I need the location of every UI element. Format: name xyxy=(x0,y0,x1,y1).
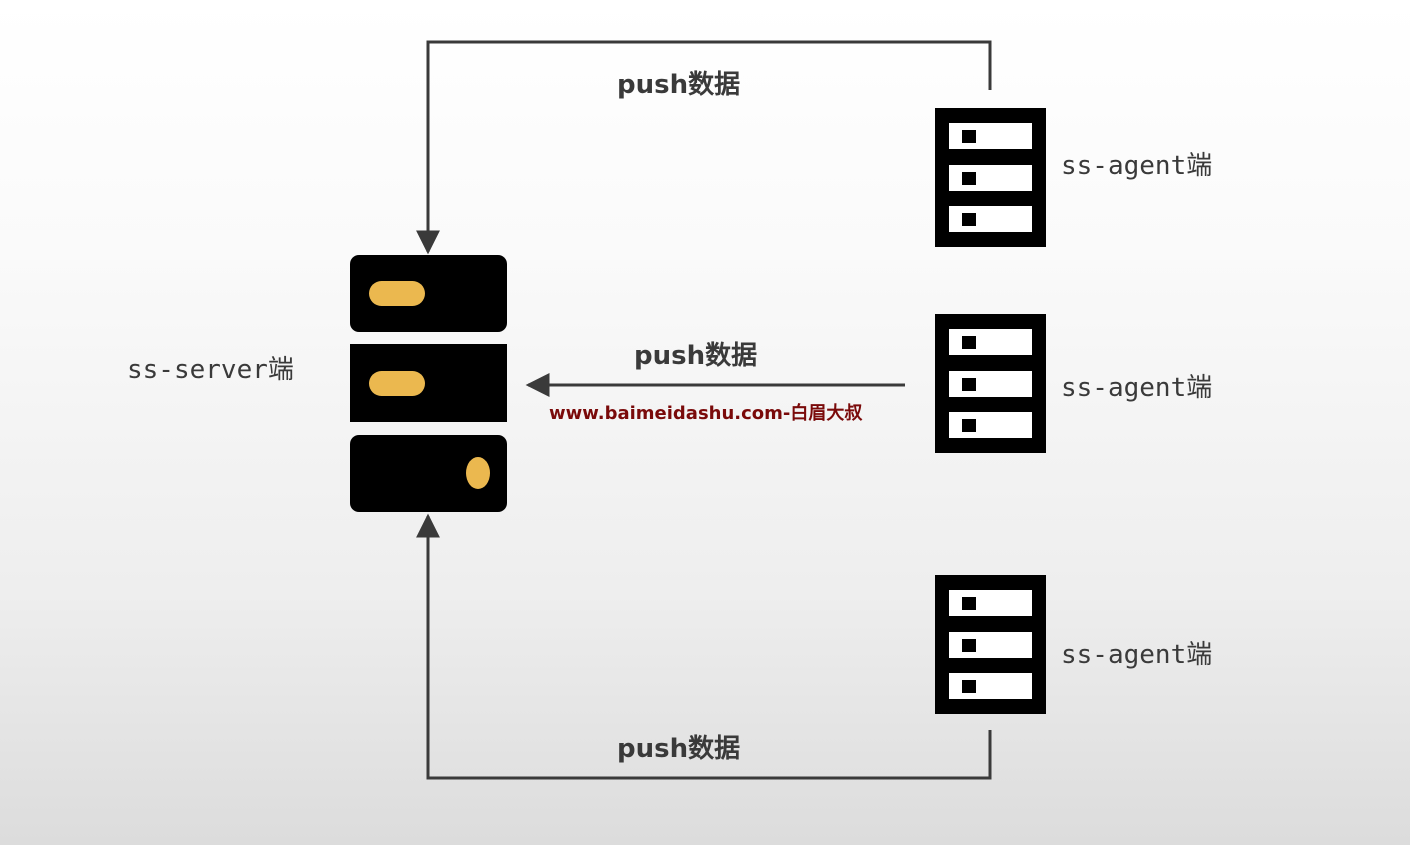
agent-label-top: ss-agent端 xyxy=(1061,151,1213,181)
server-node xyxy=(350,255,507,512)
server-led-bottom xyxy=(466,457,490,489)
edge-bottom-agent-to-server xyxy=(416,513,992,780)
watermark-text: www.baimeidashu.com-白眉大叔 xyxy=(549,403,863,424)
server-led-top xyxy=(369,281,425,306)
agent-node-middle xyxy=(935,314,1046,453)
edge-label-bottom: push数据 xyxy=(617,734,741,764)
server-led-middle xyxy=(369,371,425,396)
agent-label-bottom: ss-agent端 xyxy=(1061,640,1213,670)
edge-label-middle: push数据 xyxy=(634,341,758,371)
server-unit-bottom xyxy=(350,435,507,512)
server-unit-top xyxy=(350,255,507,332)
agent-node-bottom xyxy=(935,575,1046,714)
agent-label-middle: ss-agent端 xyxy=(1061,373,1213,403)
server-label: ss-server端 xyxy=(127,355,294,385)
edge-label-top: push数据 xyxy=(617,70,741,100)
edge-top-agent-to-server xyxy=(416,40,992,255)
agent-node-top xyxy=(935,108,1046,247)
